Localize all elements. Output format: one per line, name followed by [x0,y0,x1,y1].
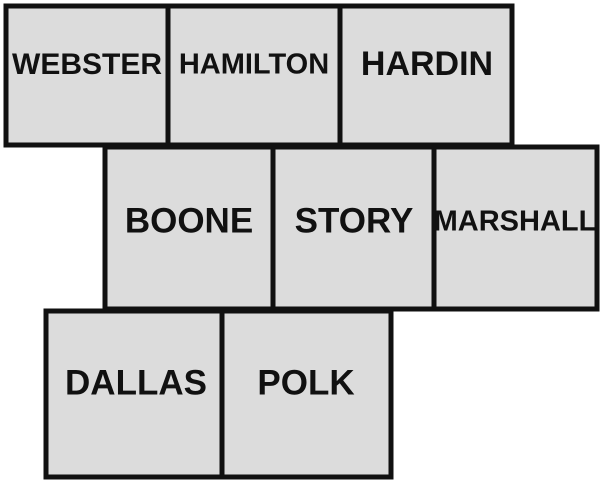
county-boone[interactable]: BOONE [102,144,276,312]
county-label-polk: POLK [257,363,354,402]
county-hamilton[interactable]: HAMILTON [165,3,343,148]
county-shape-polk[interactable] [219,308,394,480]
county-label-boone: BOONE [125,201,253,240]
county-hardin[interactable]: HARDIN [337,3,515,148]
county-shape-marshall[interactable] [431,144,600,312]
county-webster[interactable]: WEBSTER [3,3,171,148]
county-label-hamilton: HAMILTON [179,49,329,81]
county-label-hardin: HARDIN [361,45,493,83]
county-marshall[interactable]: MARSHALL [431,144,600,312]
county-label-webster: WEBSTER [12,48,162,81]
county-label-story: STORY [295,201,414,240]
county-label-dallas: DALLAS [65,363,207,402]
county-story[interactable]: STORY [270,144,437,312]
county-label-marshall: MARSHALL [434,206,597,238]
county-polk[interactable]: POLK [219,308,394,480]
county-dallas[interactable]: DALLAS [43,308,225,480]
